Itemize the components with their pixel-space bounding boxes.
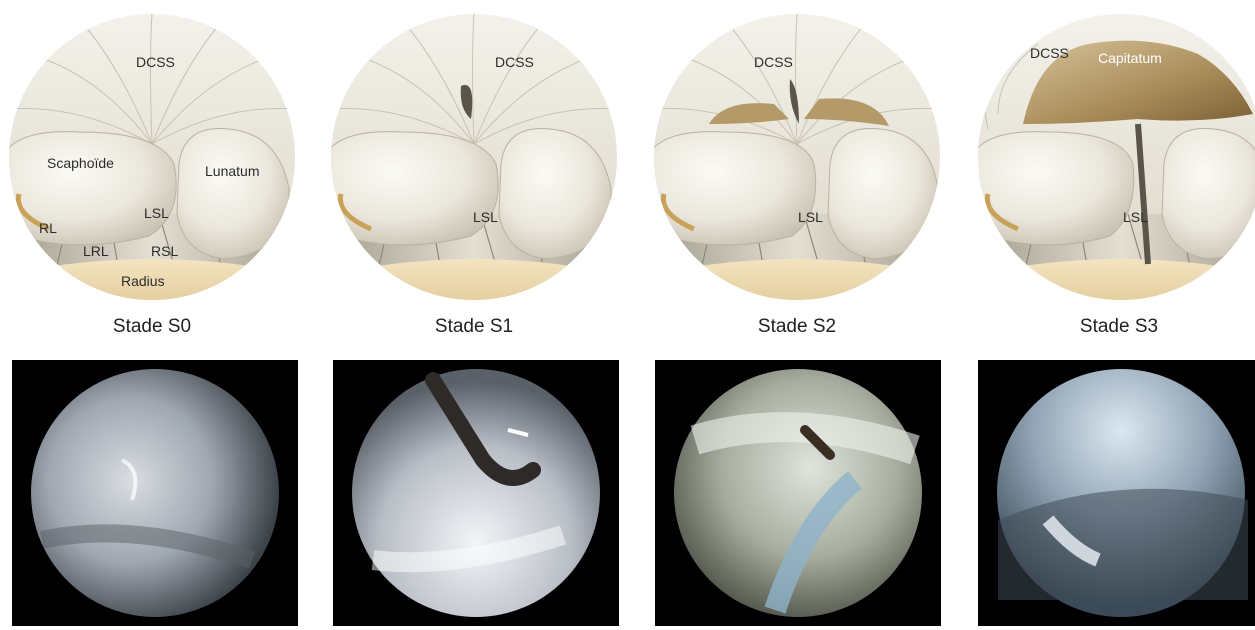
label-capitatum: Capitatum — [1098, 50, 1162, 66]
label-lsl: LSL — [144, 205, 169, 221]
label-lsl: LSL — [473, 209, 498, 225]
illustration-s3: DCSS Capitatum LSL — [978, 14, 1255, 300]
label-dcss: DCSS — [495, 54, 534, 70]
label-lrl: LRL — [83, 243, 109, 259]
arthroscopy-photo-s0 — [12, 360, 298, 626]
label-radius: Radius — [121, 273, 165, 289]
caption-stage-s3: Stade S3 — [969, 316, 1255, 338]
caption-stage-s0: Stade S0 — [2, 316, 302, 338]
arthroscopy-photo-s1 — [333, 360, 619, 626]
label-dcss: DCSS — [754, 54, 793, 70]
arthroscopy-photo-s3 — [978, 360, 1255, 626]
label-rl: RL — [39, 220, 57, 236]
illustration-s2: DCSS LSL — [654, 14, 940, 300]
illustration-s0: DCSS Scaphoïde Lunatum LSL RL LRL RSL Ra… — [9, 14, 295, 300]
caption-stage-s1: Stade S1 — [324, 316, 624, 338]
arthroscopy-photo-s2 — [655, 360, 941, 626]
illustration-s1: DCSS LSL — [331, 14, 617, 300]
label-rsl: RSL — [151, 243, 178, 259]
label-dcss: DCSS — [1030, 45, 1069, 61]
label-lsl: LSL — [1123, 209, 1148, 225]
label-lunatum: Lunatum — [205, 163, 259, 179]
label-dcss: DCSS — [136, 54, 175, 70]
label-lsl: LSL — [798, 209, 823, 225]
label-scaphoide: Scaphoïde — [47, 155, 114, 171]
caption-stage-s2: Stade S2 — [647, 316, 947, 338]
